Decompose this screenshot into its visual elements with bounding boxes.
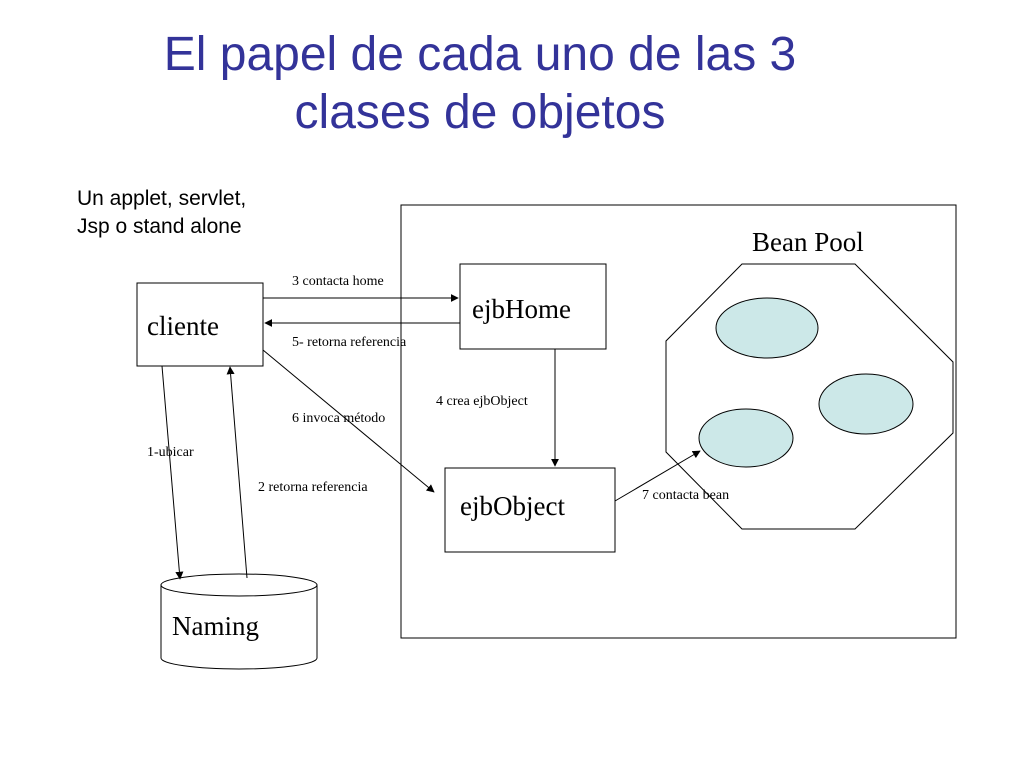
edge-ubicar — [161, 365, 184, 580]
bean-2 — [818, 373, 914, 435]
edge-ubicar-label: 1-ubicar — [147, 445, 194, 460]
client-note-line-1: Un applet, servlet, — [77, 187, 247, 210]
ejbhome-label: ejbHome — [472, 294, 571, 324]
edge-retorna-referencia-home-label: 5- retorna referencia — [292, 335, 407, 350]
client-note-line-2: Jsp o stand alone — [77, 215, 242, 238]
ejbobject-box — [444, 467, 616, 553]
bean-pool-octagon — [665, 263, 954, 530]
edge-crea-ejbobject-label: 4 crea ejbObject — [436, 394, 528, 409]
cliente-box — [136, 282, 264, 367]
ejbobject-label: ejbObject — [460, 491, 565, 521]
client-note: Un applet, servlet, Jsp o stand alone — [77, 185, 246, 241]
edge-contacta-home-label: 3 contacta home — [292, 274, 384, 289]
slide-title: El papel de cada uno de las 3 clases de … — [0, 26, 960, 142]
naming-label: Naming — [172, 611, 259, 641]
cliente-label: cliente — [147, 311, 219, 341]
edge-retorna-referencia-naming — [226, 366, 248, 579]
edge-contacta-bean-label: 7 contacta bean — [642, 488, 729, 503]
bean-pool-label: Bean Pool — [752, 227, 864, 257]
bean-3 — [698, 408, 794, 468]
server-container — [400, 204, 957, 639]
edge-invoca-metodo-label: 6 invoca método — [292, 411, 385, 426]
edge-contacta-bean — [614, 450, 701, 502]
edge-retorna-referencia-naming-label: 2 retorna referencia — [258, 480, 368, 495]
edge-invoca-metodo — [262, 349, 435, 493]
slide-title-line-1: El papel de cada uno de las 3 — [163, 28, 797, 81]
slide-title-line-2: clases de objetos — [294, 86, 666, 139]
naming-cylinder — [160, 573, 318, 670]
bean-1 — [715, 297, 819, 359]
ejbhome-box — [459, 263, 607, 350]
